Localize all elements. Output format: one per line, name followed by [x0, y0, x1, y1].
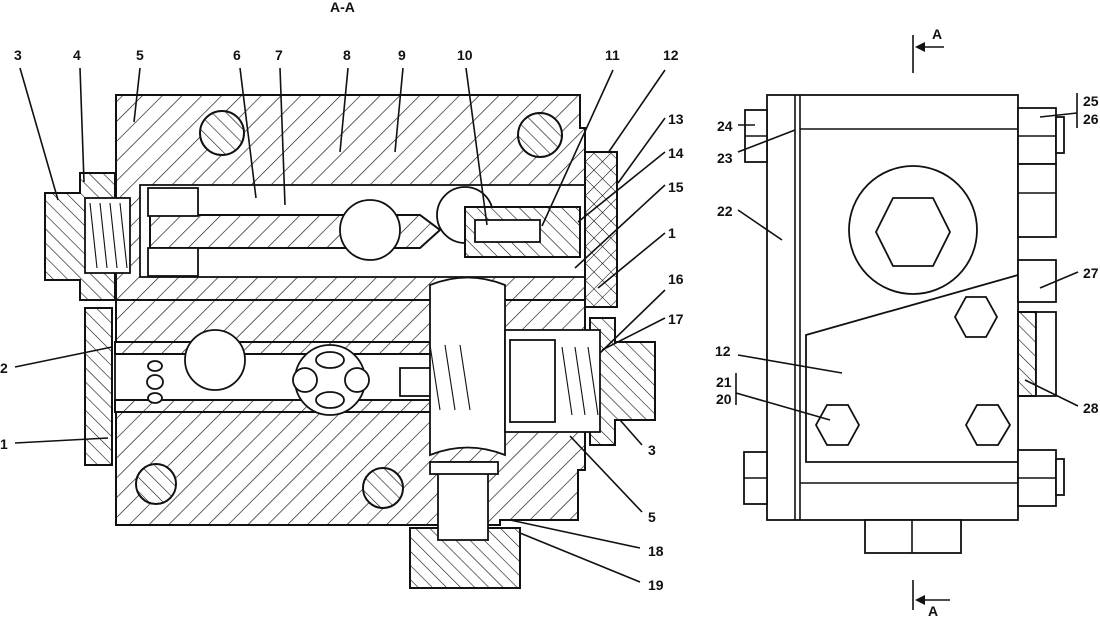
bolt-end	[1055, 458, 1065, 496]
callout-label: 16	[668, 271, 684, 287]
callout-label: 7	[275, 47, 283, 63]
side-view: A	[743, 26, 1065, 618]
spring-pocket	[84, 197, 131, 274]
plug-head	[429, 461, 499, 475]
port-block-lower	[1035, 311, 1057, 397]
callout-label: 5	[648, 509, 656, 525]
callout-label: 22	[717, 203, 733, 219]
hex-bolt	[814, 404, 861, 446]
callout-label: 3	[648, 442, 656, 458]
callout-label: 4	[73, 47, 81, 63]
ball-port	[315, 351, 345, 369]
arrowhead-icon	[915, 42, 925, 52]
callout-label: 27	[1083, 265, 1099, 281]
callout-label: 6	[233, 47, 241, 63]
cover-plate	[584, 151, 618, 308]
section-arrow-label-bottom: A	[928, 603, 938, 618]
section-view	[44, 94, 656, 589]
bolt-section	[199, 110, 245, 156]
callout-label: 1	[0, 436, 8, 452]
sleeve-top	[114, 341, 436, 355]
callout-label: 2	[0, 360, 8, 376]
callout-label: 17	[668, 311, 684, 327]
port-block	[1017, 163, 1057, 238]
bottom-fitting	[864, 519, 962, 554]
end-cap-right	[589, 317, 656, 446]
orifice	[147, 360, 163, 372]
callout-label: 28	[1083, 400, 1099, 416]
callout-label: 5	[136, 47, 144, 63]
callout-label: 9	[398, 47, 406, 63]
spool-land	[147, 187, 199, 217]
bolt-section	[135, 463, 177, 505]
port-circle	[339, 199, 401, 261]
center-cavity	[429, 276, 506, 457]
arrowhead-icon	[915, 595, 925, 605]
callout-label: 3	[14, 47, 22, 63]
callout-label: 13	[668, 111, 684, 127]
bolt-end	[1055, 116, 1065, 154]
fitting-27	[1017, 259, 1057, 303]
ball-port	[315, 391, 345, 409]
callout-label: 8	[343, 47, 351, 63]
spring-center	[429, 344, 471, 411]
side-callouts: 24 23 25 26 22 27 12 21 20 28	[715, 93, 1099, 416]
orifice	[146, 374, 164, 390]
section-callouts: 3 4 5 6 7 8 9 10 11 12 13 14 15 1 16 17 …	[0, 47, 684, 593]
sleeve-bottom	[114, 399, 436, 413]
callout-label: 21	[716, 374, 732, 390]
callout-label: 25	[1083, 93, 1099, 109]
bolt-section	[517, 112, 563, 158]
plunger-bore	[474, 219, 541, 243]
callout-label: 20	[716, 391, 732, 407]
section-title: A-A	[330, 0, 355, 15]
spring-left	[89, 202, 128, 269]
callout-label: 23	[717, 150, 733, 166]
side-leaders	[735, 93, 1079, 421]
callout-label: 15	[668, 179, 684, 195]
callout-label: 12	[715, 343, 731, 359]
hex-bolt	[953, 296, 999, 338]
hex-plug	[874, 197, 952, 267]
spring-right	[561, 346, 599, 416]
callout-label: 14	[668, 145, 684, 161]
spool-land	[147, 247, 199, 277]
ball-port	[344, 367, 370, 393]
piston-right	[509, 339, 556, 423]
callout-label: 18	[648, 543, 664, 559]
orifice	[147, 392, 163, 404]
callout-label: 1	[668, 225, 676, 241]
end-cap-lower-left	[84, 307, 113, 466]
callout-label: 10	[457, 47, 473, 63]
port-circle	[184, 329, 246, 391]
plug-stem	[437, 461, 489, 541]
callout-label: 19	[648, 577, 664, 593]
hex-bolt	[964, 404, 1012, 446]
callout-label: 11	[605, 47, 620, 63]
section-leaders	[14, 67, 666, 583]
callout-label: 24	[717, 118, 733, 134]
ball-port	[292, 367, 318, 393]
bolt-section	[362, 467, 404, 509]
callout-label: 12	[663, 47, 679, 63]
callout-label: 26	[1083, 111, 1099, 127]
section-arrow-label-top: A	[932, 26, 942, 42]
